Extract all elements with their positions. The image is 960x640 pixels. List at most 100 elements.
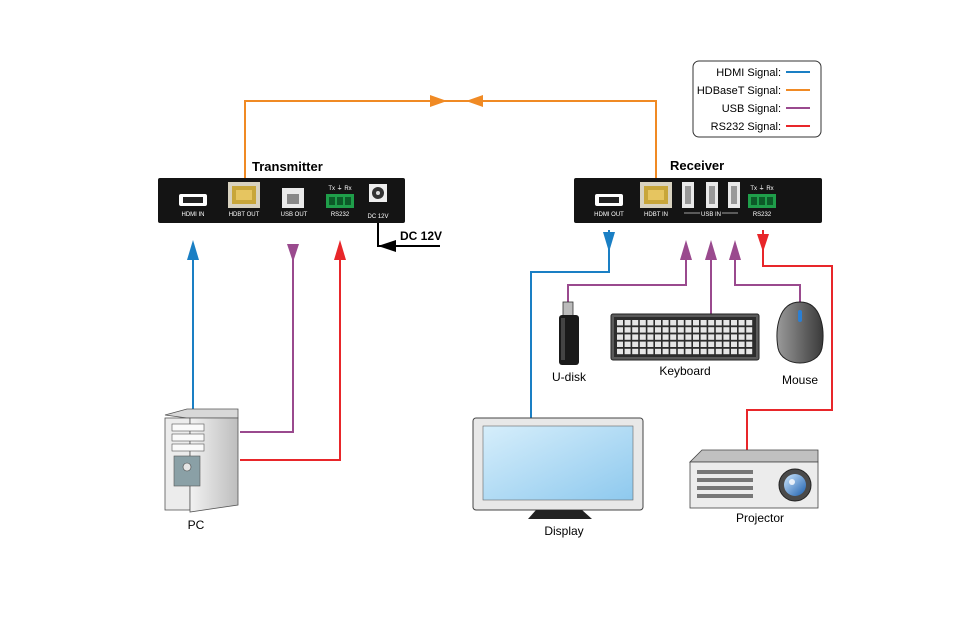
keyboard-key — [708, 341, 715, 347]
keyboard-key — [700, 334, 707, 340]
transmitter-hdmi-in-port: HDMI IN — [179, 194, 207, 218]
keyboard-key — [647, 334, 654, 340]
keyboard-key — [700, 341, 707, 347]
keyboard-key — [662, 327, 669, 333]
keyboard-key — [708, 334, 715, 340]
svg-text:HDBT IN: HDBT IN — [644, 212, 668, 218]
svg-text:Tx ⏚ Rx: Tx ⏚ Rx — [750, 185, 773, 192]
keyboard-key — [632, 334, 639, 340]
keyboard-key — [655, 320, 661, 326]
keyboard-key — [677, 348, 684, 355]
keyboard-key — [655, 327, 661, 333]
keyboard-key — [624, 348, 631, 355]
keyboard-key — [632, 348, 639, 355]
keyboard-key — [617, 327, 623, 333]
transmitter-dc-jack: DC 12V — [367, 184, 389, 220]
mouse-label: Mouse — [782, 373, 818, 387]
hdbaset-arrow-left — [466, 95, 483, 107]
pc-usb-cable — [240, 244, 299, 433]
display-hdmi-cable — [530, 230, 615, 418]
keyboard-key — [647, 320, 654, 326]
keyboard-key — [746, 320, 753, 326]
keyboard-key — [647, 327, 654, 333]
keyboard-usb-cable — [705, 240, 717, 316]
svg-text:HDBT OUT: HDBT OUT — [229, 212, 260, 218]
keyboard-key — [662, 320, 669, 326]
udisk-usb-cable — [567, 240, 692, 312]
keyboard-key — [685, 334, 692, 340]
keyboard-key — [655, 334, 661, 340]
receiver-rs232-port: Tx ⏚ Rx RS232 — [748, 185, 776, 218]
keyboard-key — [693, 327, 699, 333]
keyboard-key — [617, 334, 623, 340]
keyboard-key — [624, 320, 631, 326]
keyboard-key — [715, 334, 722, 340]
keyboard-key — [632, 327, 639, 333]
dc-power-cable: DC 12V — [377, 223, 442, 252]
keyboard-key — [723, 327, 730, 333]
receiver-box — [574, 178, 822, 223]
keyboard-key — [700, 320, 707, 326]
keyboard-icon: Keyboard — [610, 313, 760, 378]
transmitter-box — [158, 178, 405, 223]
display-icon: Display — [472, 417, 644, 538]
keyboard-key — [632, 320, 639, 326]
keyboard-key — [670, 341, 677, 347]
pc-icon: PC — [164, 408, 239, 532]
keyboard-key — [685, 320, 692, 326]
pc-rs232-cable — [240, 240, 346, 461]
projector-icon: Projector — [689, 449, 819, 525]
keyboard-key — [738, 341, 745, 347]
keyboard-key — [617, 341, 623, 347]
keyboard-key — [632, 341, 639, 347]
mouse-usb-cable — [729, 240, 801, 304]
legend-hdmi-label: HDMI Signal: — [716, 67, 781, 79]
legend-usb-label: USB Signal: — [722, 103, 781, 115]
udisk-label: U-disk — [552, 370, 587, 384]
keyboard-key — [639, 348, 646, 355]
keyboard-key — [617, 320, 623, 326]
transmitter-hdbt-out-port: HDBT OUT — [228, 182, 260, 218]
keyboard-key — [647, 341, 654, 347]
keyboard-key — [670, 348, 677, 355]
keyboard-key — [715, 320, 722, 326]
keyboard-key — [670, 327, 677, 333]
keyboard-key — [723, 341, 730, 347]
legend: HDMI Signal: HDBaseT Signal: USB Signal:… — [692, 60, 822, 138]
keyboard-key — [662, 334, 669, 340]
keyboard-key — [685, 348, 692, 355]
keyboard-key — [624, 341, 631, 347]
keyboard-key — [624, 327, 631, 333]
keyboard-key — [731, 334, 737, 340]
keyboard-key — [700, 348, 707, 355]
keyboard-key — [685, 341, 692, 347]
keyboard-key — [655, 341, 661, 347]
keyboard-key — [746, 334, 753, 340]
keyboard-key — [693, 348, 699, 355]
svg-text:USB OUT: USB OUT — [281, 212, 308, 218]
svg-text:HDMI IN: HDMI IN — [182, 212, 205, 218]
projector-rs232-cable — [746, 230, 833, 450]
hdbaset-cable — [244, 95, 657, 182]
keyboard-key — [693, 334, 699, 340]
keyboard-key — [746, 341, 753, 347]
pc-label: PC — [188, 518, 205, 532]
keyboard-key — [677, 341, 684, 347]
legend-rs232-label: RS232 Signal: — [711, 121, 781, 133]
keyboard-key — [677, 327, 684, 333]
keyboard-key — [624, 334, 631, 340]
transmitter: Transmitter HDMI IN HDBT OUT USB OUT Tx … — [158, 159, 405, 223]
keyboard-key — [731, 348, 737, 355]
keyboard-key — [617, 348, 623, 355]
keyboard-key — [677, 320, 684, 326]
transmitter-title: Transmitter — [252, 159, 323, 174]
svg-text:DC 12V: DC 12V — [367, 214, 388, 220]
keyboard-key — [715, 348, 722, 355]
keyboard-key — [708, 348, 715, 355]
keyboard-key — [670, 334, 677, 340]
keyboard-key — [715, 327, 722, 333]
keyboard-key — [708, 327, 715, 333]
receiver: Receiver HDMI OUT HDBT IN USB IN — [574, 158, 822, 223]
hdbaset-arrow-right — [430, 95, 447, 107]
